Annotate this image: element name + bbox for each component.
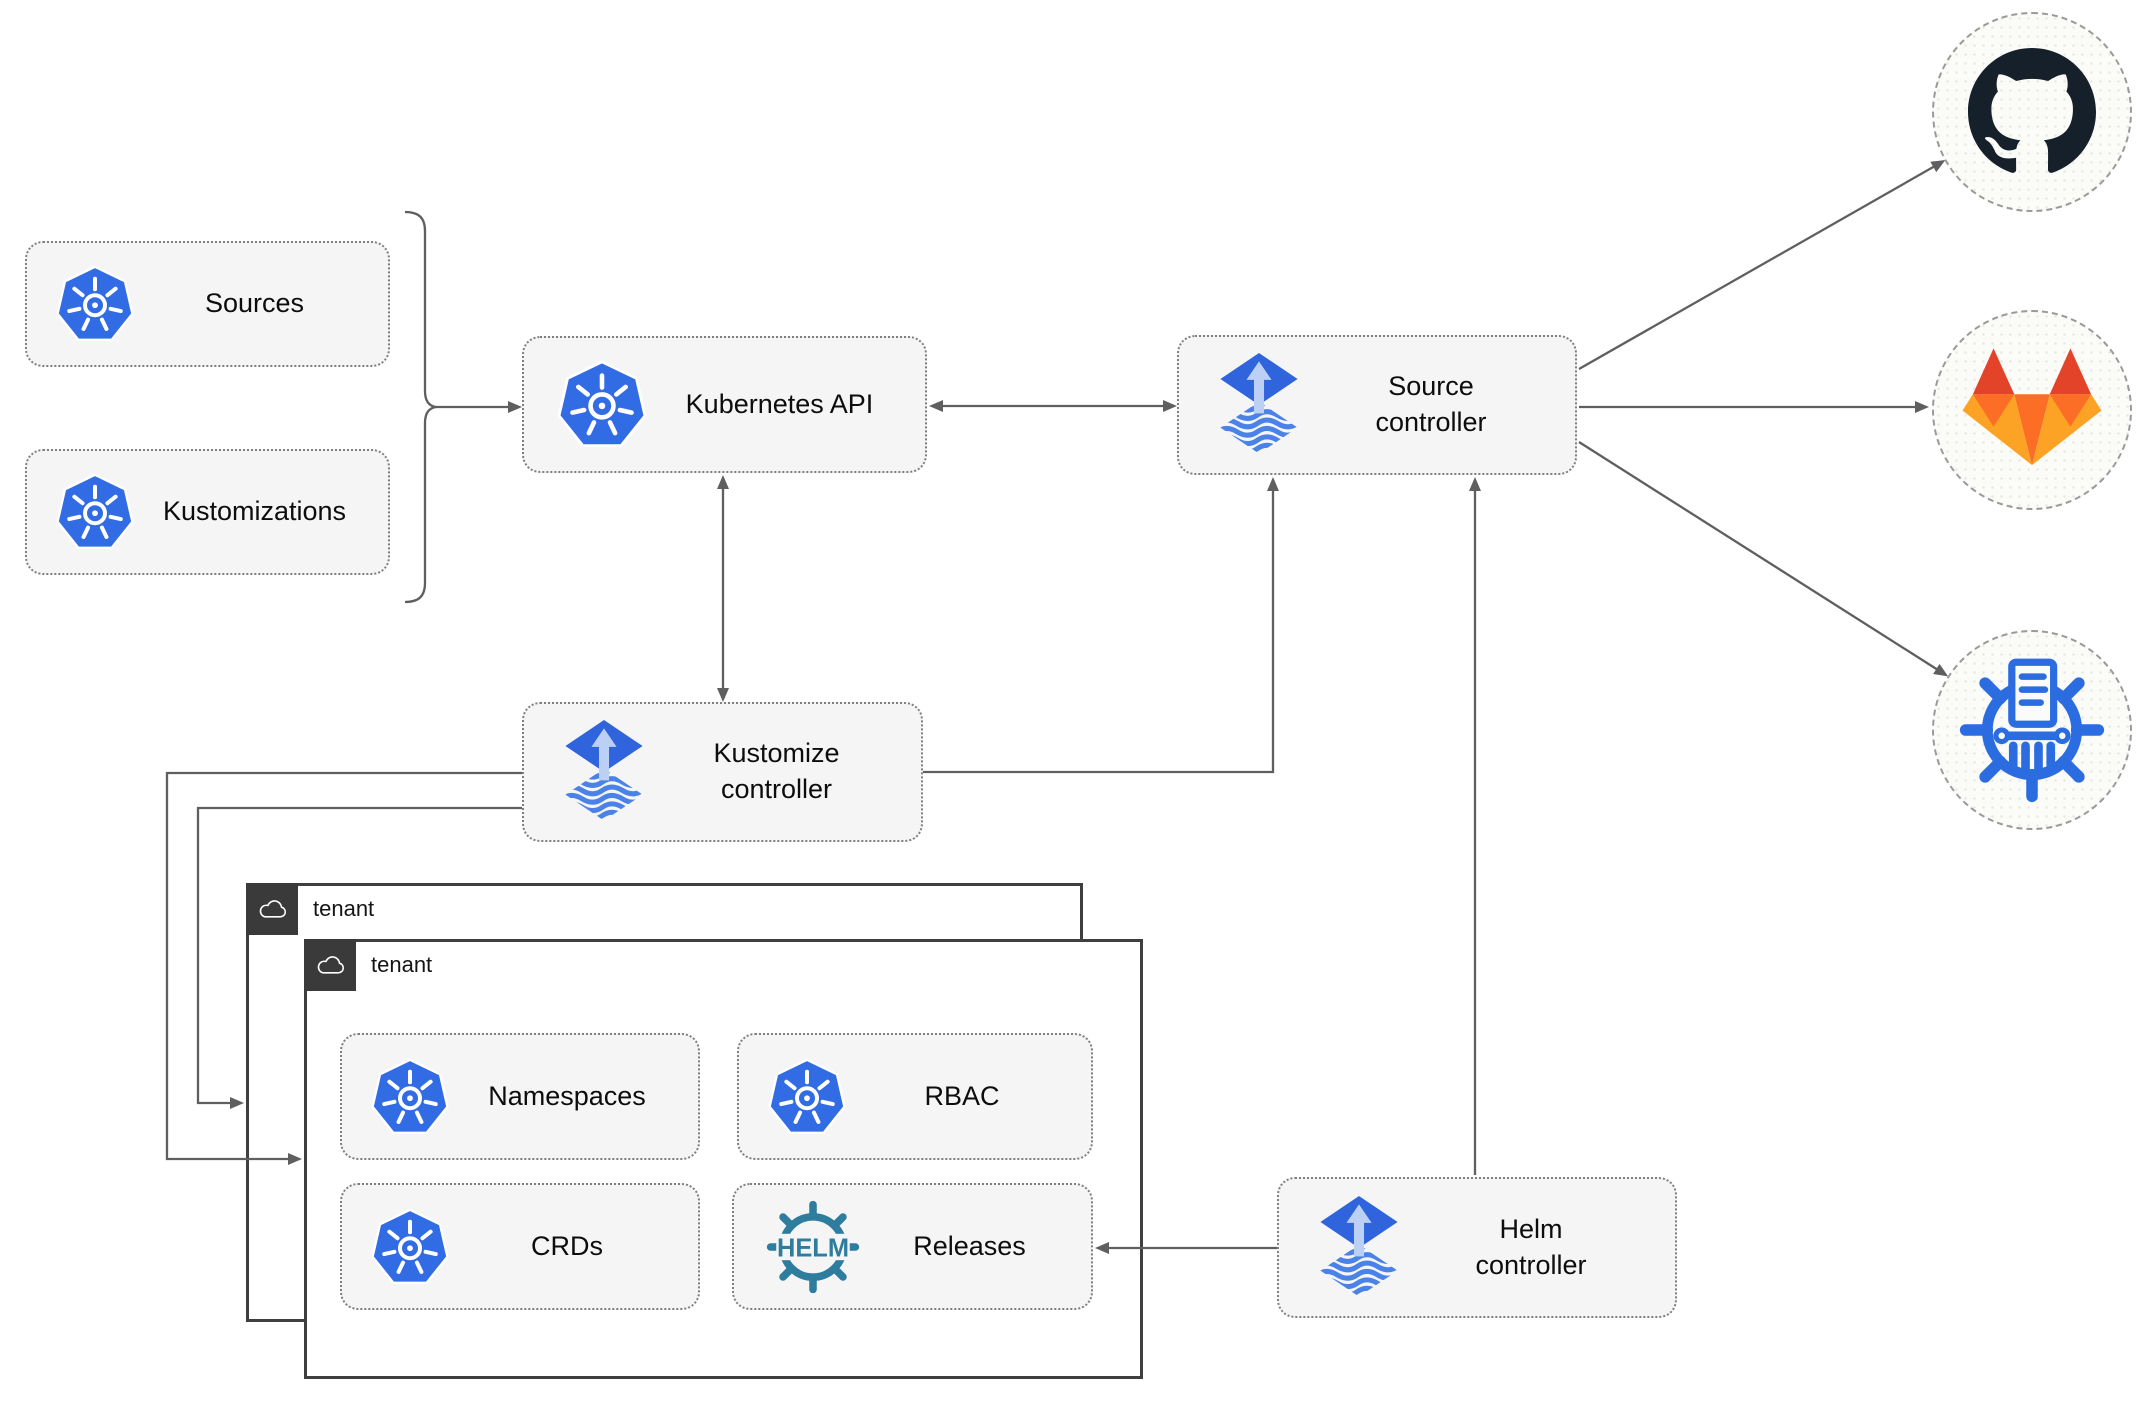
node-label: RBAC bbox=[924, 1080, 1000, 1111]
helm-logo-text: HELM bbox=[777, 1234, 849, 1262]
gitlab-tanuki-icon bbox=[1962, 347, 2102, 465]
tenant-header: tenant bbox=[246, 883, 374, 935]
node-kubernetes-api: Kubernetes API bbox=[522, 336, 927, 473]
node-source-controller: Source controller bbox=[1177, 335, 1577, 475]
node-rbac: RBAC bbox=[737, 1033, 1093, 1160]
node-gitlab bbox=[1932, 310, 2132, 510]
chartmuseum-helm-repository-icon bbox=[1959, 658, 2105, 803]
node-label: Kustomizations bbox=[162, 496, 347, 527]
node-kustomize-controller: Kustomize controller bbox=[522, 702, 923, 842]
kubernetes-icon bbox=[55, 473, 135, 551]
tenant-label: tenant bbox=[371, 952, 433, 977]
flux-icon bbox=[1317, 1196, 1401, 1300]
node-label: CRDs bbox=[531, 1230, 603, 1261]
flux-icon bbox=[562, 720, 646, 824]
node-kustomizations: Kustomizations bbox=[25, 449, 390, 575]
node-crds: CRDs bbox=[340, 1183, 700, 1310]
helm-wheel-icon: HELM bbox=[766, 1200, 860, 1293]
edge-source-to-helm-repository bbox=[1578, 441, 1949, 677]
tenant-header: tenant bbox=[304, 939, 432, 991]
tenant-label: tenant bbox=[313, 896, 375, 921]
kubernetes-icon bbox=[556, 360, 648, 449]
kubernetes-icon bbox=[370, 1208, 450, 1286]
node-label: Sources bbox=[204, 288, 305, 319]
github-octocat-icon bbox=[1968, 48, 2096, 173]
bracket-sources-group bbox=[404, 210, 437, 604]
kubernetes-icon bbox=[370, 1058, 450, 1136]
node-label: Kubernetes API bbox=[685, 388, 874, 419]
node-releases: HELM Releases bbox=[732, 1183, 1093, 1310]
kubernetes-icon bbox=[55, 265, 135, 343]
kubernetes-icon bbox=[767, 1058, 847, 1136]
node-helm-repository bbox=[1932, 630, 2132, 830]
cloud-icon bbox=[304, 939, 356, 991]
cloud-icon bbox=[246, 883, 298, 935]
node-namespaces: Namespaces bbox=[340, 1033, 700, 1160]
edge-kustomize-to-source bbox=[923, 477, 1279, 774]
node-label: Helm controller bbox=[1475, 1213, 1587, 1280]
node-label: Namespaces bbox=[488, 1080, 646, 1111]
node-sources: Sources bbox=[25, 241, 390, 367]
node-github bbox=[1932, 12, 2132, 212]
flux-icon bbox=[1217, 353, 1301, 457]
node-label: Kustomize controller bbox=[713, 738, 840, 804]
node-helm-controller: Helm controller bbox=[1277, 1177, 1677, 1318]
edge-source-to-github bbox=[1578, 160, 1946, 370]
node-label: Releases bbox=[913, 1230, 1026, 1261]
node-label: Source controller bbox=[1375, 371, 1487, 437]
